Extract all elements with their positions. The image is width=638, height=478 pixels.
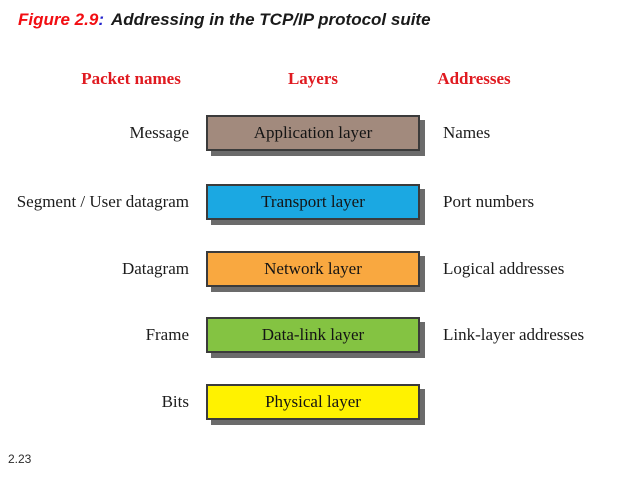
address-label: Port numbers xyxy=(443,192,535,211)
layer-row-application: Message Application layer Names xyxy=(0,115,638,151)
packet-name-label: Message xyxy=(129,123,189,142)
address-label: Logical addresses xyxy=(443,259,565,278)
layer-row-datalink: Frame Data-link layer Link-layer address… xyxy=(0,317,638,353)
figure-colon: : xyxy=(98,10,104,29)
layer-box-network: Network layer xyxy=(206,251,420,287)
column-header-layers: Layers xyxy=(287,69,339,88)
layer-box-transport: Transport layer xyxy=(206,184,420,220)
layer-box-datalink: Data-link layer xyxy=(206,317,420,353)
packet-name-label: Bits xyxy=(161,392,189,411)
figure-caption: Addressing in the TCP/IP protocol suite xyxy=(110,10,431,29)
packet-name-label: Segment / User datagram xyxy=(16,192,189,211)
layer-row-network: Datagram Network layer Logical addresses xyxy=(0,251,638,287)
figure-number: Figure 2.9 xyxy=(18,10,99,29)
layer-box-application: Application layer xyxy=(206,115,420,151)
layer-box-physical: Physical layer xyxy=(206,384,420,420)
layer-row-physical: Bits Physical layer xyxy=(0,384,638,420)
address-label: Names xyxy=(443,123,491,142)
packet-name-label: Frame xyxy=(145,325,189,344)
layer-row-transport: Segment / User datagram Transport layer … xyxy=(0,184,638,220)
figure-title: Figure 2.9: Addressing in the TCP/IP prot… xyxy=(18,10,431,30)
slide-page-number: 2.23 xyxy=(8,452,32,466)
column-header-addresses: Addresses xyxy=(437,69,511,88)
address-label: Link-layer addresses xyxy=(443,325,585,344)
packet-name-label: Datagram xyxy=(121,259,189,278)
column-header-packet-names: Packet names xyxy=(81,69,181,88)
